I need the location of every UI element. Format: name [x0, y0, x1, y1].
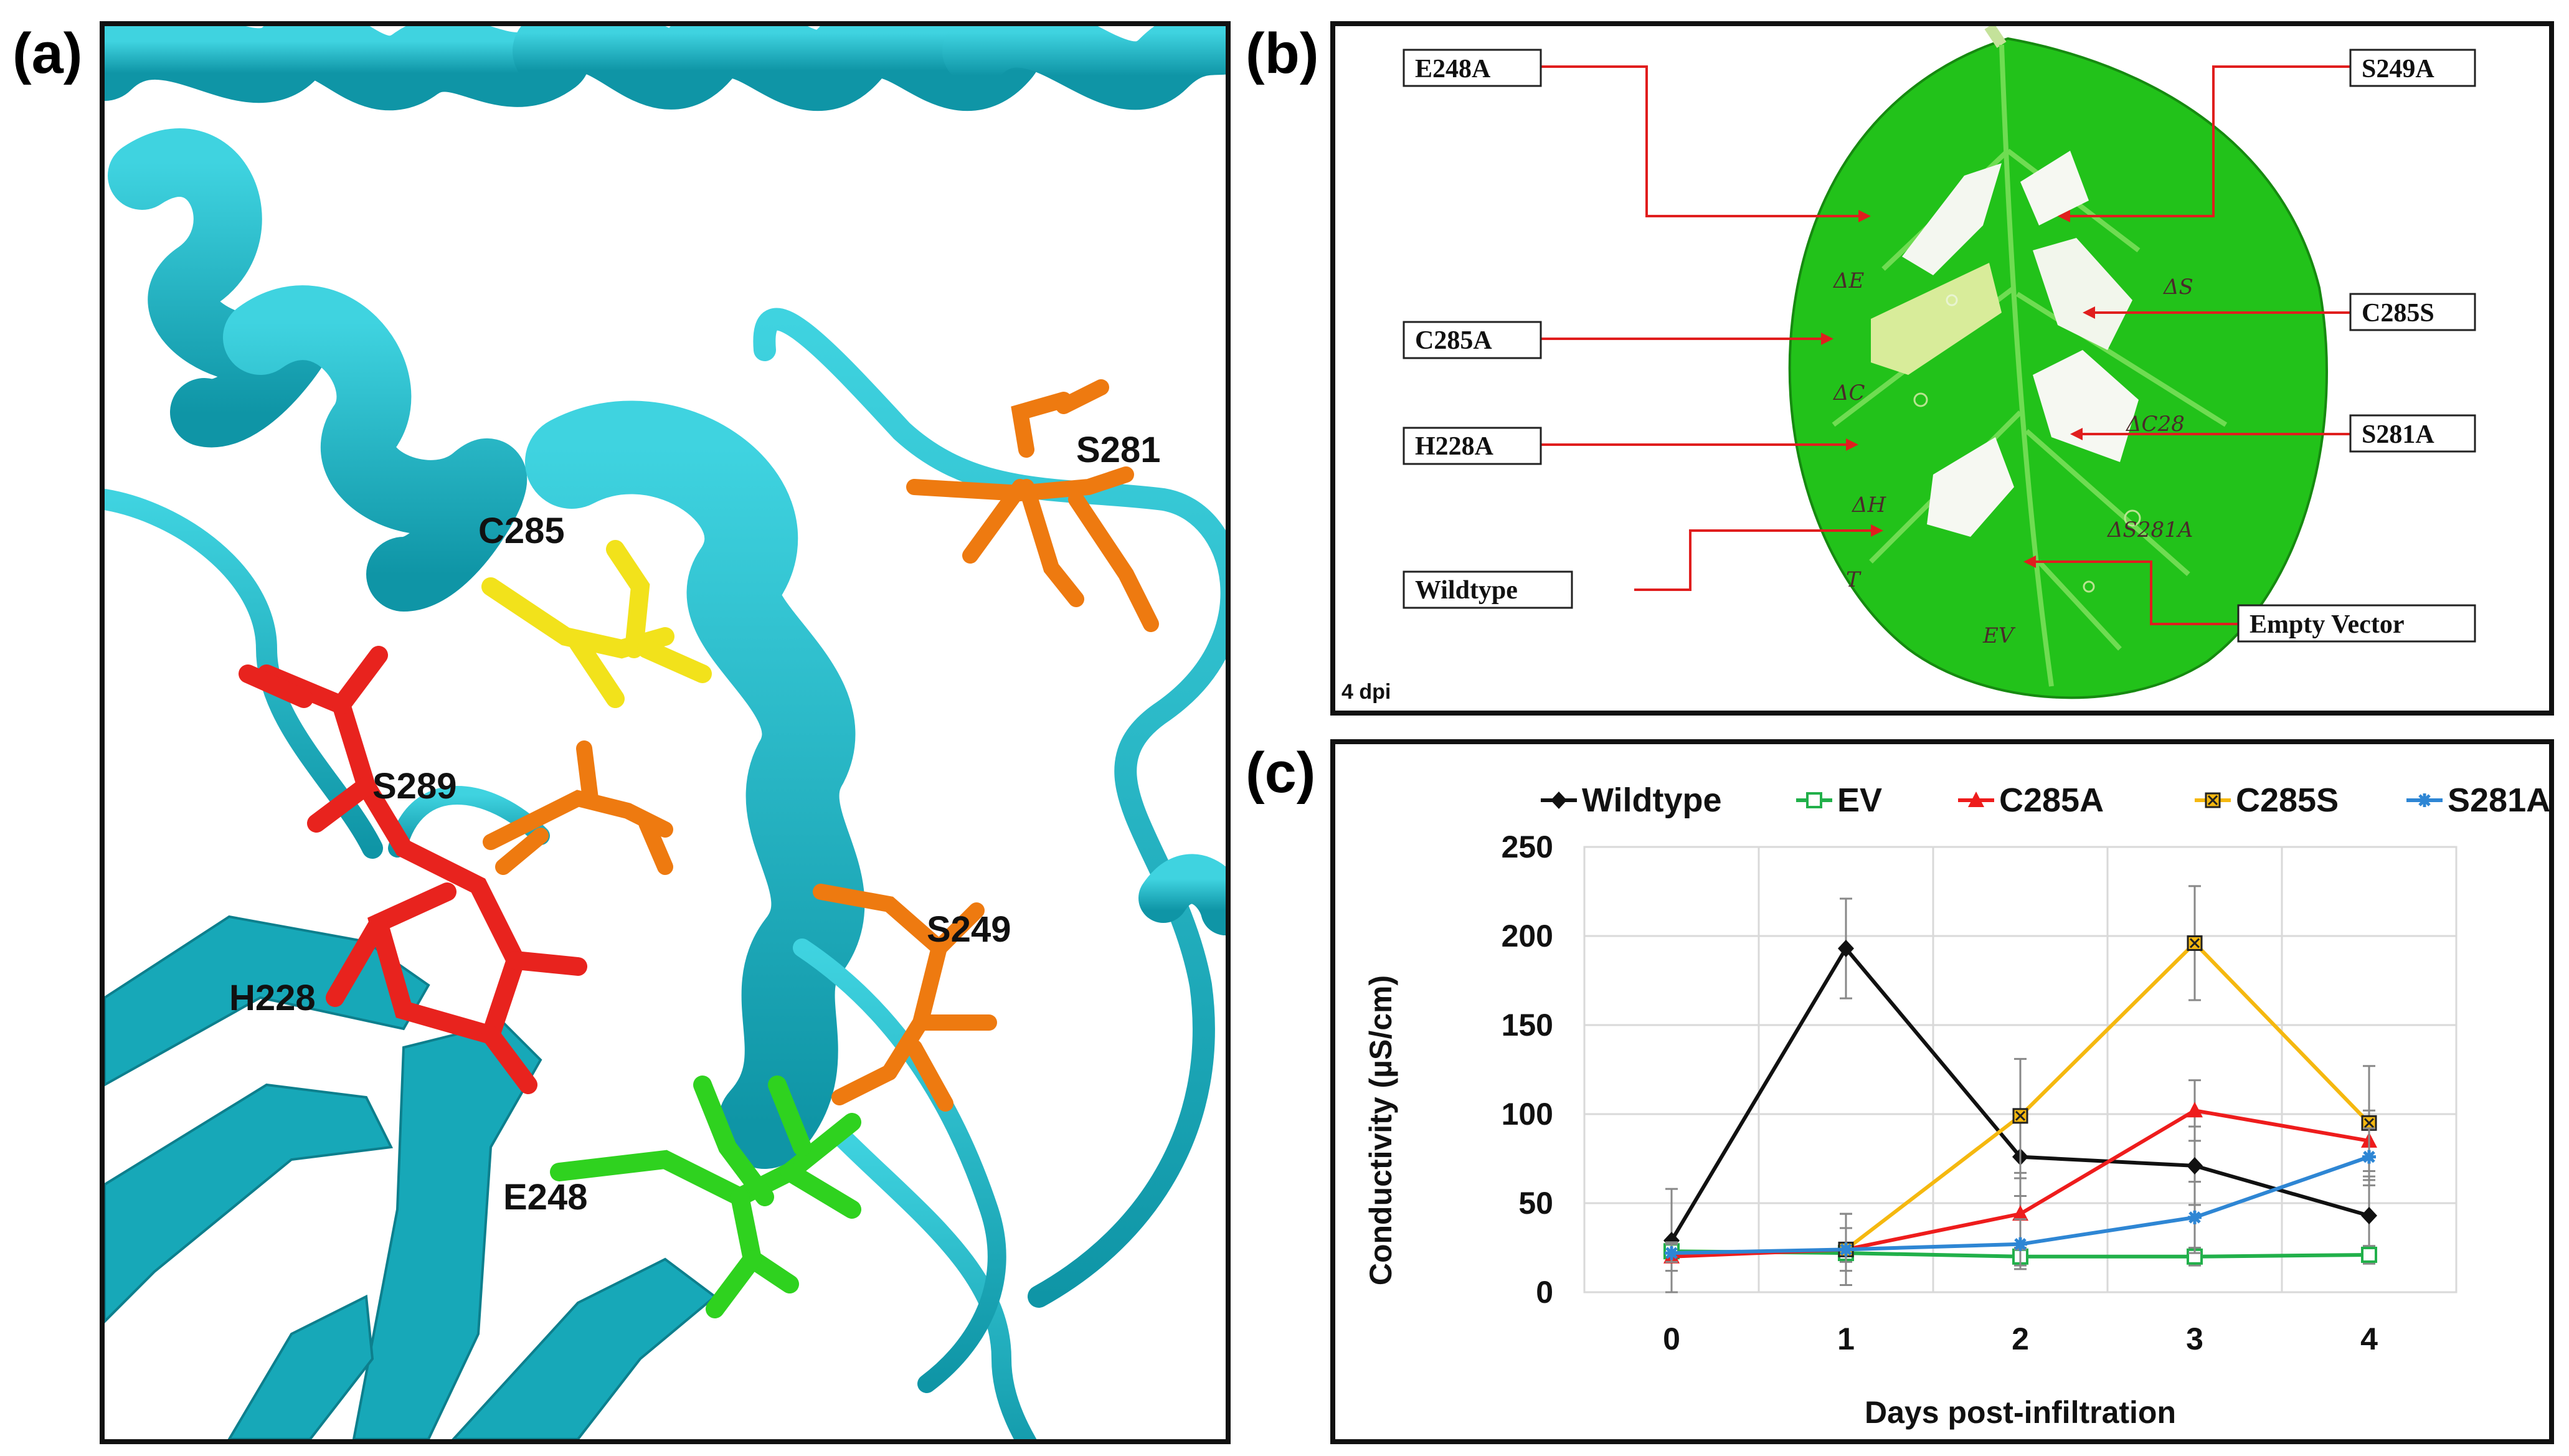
residue-label-e248: E248 — [503, 1177, 587, 1217]
residue-label-c285: C285 — [478, 511, 565, 551]
chart-series — [1663, 885, 2377, 1293]
label-c285s: C285S — [2349, 293, 2476, 331]
svg-text:ΔS281A: ΔS281A — [2106, 518, 2193, 542]
svg-text:S281A: S281A — [2362, 420, 2434, 449]
chart-legend: Wildtype EV C285A C285S S281A+C285A — [1541, 782, 2549, 819]
label-c285a: C285A — [1403, 321, 1542, 359]
infiltration-spots — [1871, 151, 2141, 593]
legend-label: C285S — [2236, 782, 2339, 819]
data-point — [1839, 1242, 1853, 1257]
annotation-arrowheads — [1821, 210, 2095, 568]
handwritten-marks: ΔE ΔC ΔH T ΔS ΔC28 ΔS281A EV — [1832, 268, 2193, 648]
label-e248a: E248A — [1403, 49, 1542, 87]
legend-marker — [1806, 792, 1822, 808]
label-empty-vector: Empty Vector — [2237, 604, 2476, 643]
legend-marker — [2418, 793, 2431, 807]
protein-ribbon-illustration: S281 C285 S289 H228 S249 E248 — [105, 26, 1226, 1439]
data-point — [2188, 1210, 2202, 1224]
panel-label-a: (a) — [12, 22, 83, 85]
svg-text:ΔE: ΔE — [1832, 268, 1865, 293]
dpi-note: 4 dpi — [1341, 680, 1391, 704]
label-s281a: S281A — [2349, 414, 2476, 453]
residue-label-s281: S281 — [1076, 430, 1160, 470]
x-tick-label: 0 — [1663, 1321, 1680, 1356]
chart-gridlines — [1583, 846, 2458, 1293]
legend-marker — [1968, 792, 1984, 807]
conductivity-line-chart: 0 50 100 150 200 250 0 1 2 3 4 Wildtype EV C285A C285… — [1363, 782, 2549, 1430]
legend-label: Wildtype — [1582, 782, 1722, 819]
leaf-infiltration-panel: ΔE ΔC ΔH T ΔS ΔC28 ΔS281A EV — [1330, 21, 2554, 716]
leaf-illustration: ΔE ΔC ΔH T ΔS ΔC28 ΔS281A EV — [1341, 26, 2476, 704]
legend-label: EV — [1837, 782, 1882, 819]
y-axis-label: Conductivity (µS/cm) — [1363, 975, 1398, 1285]
svg-text:ΔH: ΔH — [1851, 493, 1887, 518]
protein-structure-panel: S281 C285 S289 H228 S249 E248 — [100, 21, 1231, 1444]
data-point — [2361, 1207, 2377, 1225]
legend-label: C285A — [1999, 782, 2104, 819]
legend-marker — [2205, 792, 2221, 808]
marker-cross — [2363, 1118, 2375, 1128]
annotation-arrows — [1541, 65, 2350, 625]
y-tick-label: 100 — [1502, 1097, 1553, 1132]
data-point — [2187, 1156, 2203, 1175]
y-tick-label: 200 — [1502, 919, 1553, 953]
panel-label-b: (b) — [1246, 22, 1319, 85]
y-tick-label: 50 — [1518, 1186, 1553, 1221]
x-tick-label: 2 — [2012, 1321, 2029, 1356]
svg-text:S249A: S249A — [2362, 55, 2434, 83]
chart-axes: 0 50 100 150 200 250 0 1 2 3 4 — [1502, 830, 2378, 1356]
data-point — [2187, 1102, 2203, 1118]
residue-side-chains — [239, 379, 1159, 1318]
svg-text:ΔC28: ΔC28 — [2125, 412, 2185, 437]
y-tick-label: 250 — [1502, 830, 1553, 864]
data-point — [2362, 1150, 2376, 1164]
leaf-stem — [1984, 26, 2007, 48]
svg-text:E248A: E248A — [1415, 55, 1491, 83]
data-point — [1838, 940, 1854, 958]
svg-text:Wildtype: Wildtype — [1415, 576, 1518, 605]
svg-text:ΔC: ΔC — [1832, 381, 1865, 405]
svg-text:ΔS: ΔS — [2162, 275, 2193, 300]
series-c285s — [1838, 885, 2377, 1287]
marker-cross — [2189, 938, 2200, 948]
data-point — [1663, 1232, 1680, 1250]
svg-text:H228A: H228A — [1415, 432, 1494, 461]
label-wildtype: Wildtype — [1403, 570, 1573, 609]
series-s281a-c285a — [1665, 1127, 2376, 1272]
legend-marker — [1551, 792, 1567, 809]
data-point — [2187, 935, 2203, 951]
data-point — [1665, 1246, 1678, 1260]
residue-label-s289: S289 — [372, 766, 457, 806]
ribbon-beta-sheets — [105, 915, 717, 1439]
svg-text:C285A: C285A — [1415, 326, 1492, 355]
ribbon-helices — [105, 26, 1226, 1439]
marker-cross — [2207, 795, 2218, 806]
residue-label-h228: H228 — [229, 978, 316, 1018]
data-point — [2012, 1108, 2028, 1124]
series-line — [1845, 940, 2371, 1251]
label-s249a: S249A — [2349, 49, 2476, 87]
svg-text:Empty Vector: Empty Vector — [2250, 610, 2404, 639]
svg-text:T: T — [1846, 567, 1862, 592]
label-h228a: H228A — [1403, 427, 1542, 465]
svg-text:EV: EV — [1982, 623, 2016, 648]
legend-label: S281A+C285A — [2448, 782, 2549, 819]
svg-text:C285S: C285S — [2362, 299, 2434, 328]
x-tick-label: 1 — [1837, 1321, 1855, 1356]
y-tick-label: 0 — [1536, 1275, 1553, 1310]
x-tick-label: 3 — [2186, 1321, 2203, 1356]
data-point — [2012, 1205, 2028, 1221]
data-point — [2361, 1115, 2377, 1131]
x-axis-label: Days post-infiltration — [1865, 1395, 2176, 1430]
conductivity-chart-panel: 0 50 100 150 200 250 0 1 2 3 4 Wildtype EV C285A C285… — [1330, 739, 2554, 1444]
panel-label-c: (c) — [1246, 741, 1316, 805]
marker-cross — [2015, 1110, 2026, 1121]
y-tick-label: 150 — [1502, 1008, 1553, 1042]
data-point — [2361, 1246, 2377, 1263]
residue-label-s249: S249 — [927, 909, 1011, 950]
data-point — [2013, 1237, 2027, 1251]
x-tick-label: 4 — [2360, 1321, 2378, 1356]
